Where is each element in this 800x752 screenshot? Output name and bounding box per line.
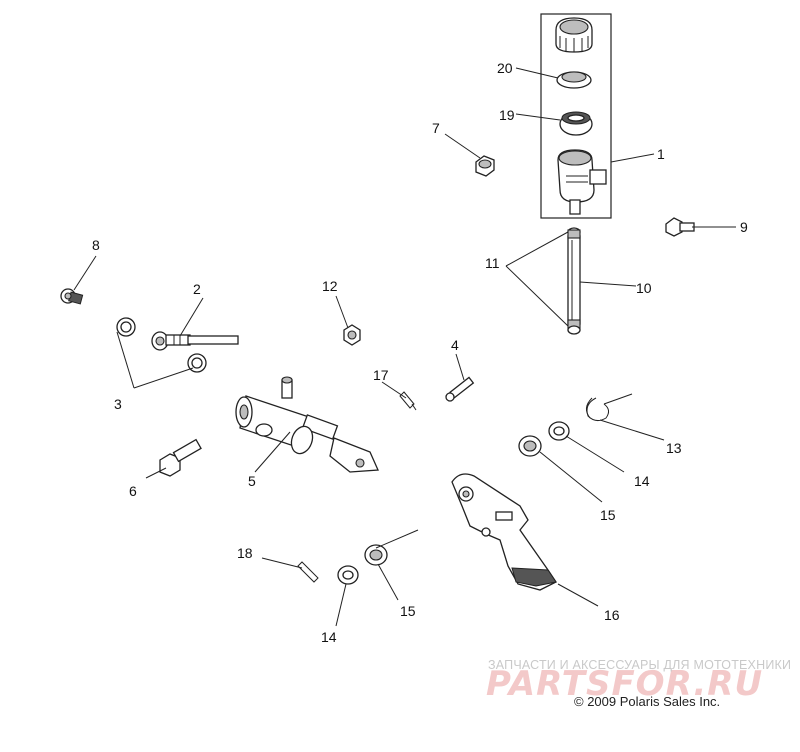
banjo-bolt-part-8 bbox=[60, 288, 84, 305]
callout-17: 17 bbox=[373, 367, 389, 383]
copyright-notice: © 2009 Polaris Sales Inc. bbox=[574, 694, 721, 709]
cotter-pin-part-17 bbox=[399, 391, 417, 411]
callout-16: 16 bbox=[604, 607, 620, 623]
seal-part-19 bbox=[559, 111, 593, 136]
watermark-caption: ЗАПЧАСТИ И АКСЕССУАРЫ ДЛЯ МОТОТЕХНИКИ bbox=[488, 658, 792, 672]
master-cylinder-part-5 bbox=[235, 376, 379, 473]
callout-19: 19 bbox=[499, 107, 515, 123]
callout-9: 9 bbox=[740, 219, 748, 235]
callout-3: 3 bbox=[114, 396, 122, 412]
callout-2: 2 bbox=[193, 281, 201, 297]
callout-4: 4 bbox=[451, 337, 459, 353]
washer-part-3-top bbox=[116, 317, 136, 337]
watermark-logo: PARTSFOR.RU bbox=[486, 664, 764, 704]
washer-part-14-upper bbox=[548, 421, 570, 441]
clamp-part-11-top bbox=[567, 227, 581, 239]
bolt-part-9 bbox=[665, 217, 695, 237]
leader-lines bbox=[73, 67, 736, 627]
callout-15-upper: 15 bbox=[600, 507, 616, 523]
callout-7: 7 bbox=[432, 120, 440, 136]
callout-5: 5 bbox=[248, 473, 256, 489]
reservoir-cap bbox=[555, 17, 593, 53]
hose-fitting-part-2 bbox=[151, 331, 239, 351]
pin-part-4 bbox=[445, 376, 475, 402]
callout-11: 11 bbox=[485, 255, 500, 271]
bushing-part-15-lower bbox=[364, 544, 388, 566]
callout-18: 18 bbox=[237, 545, 253, 561]
tube-part-10 bbox=[567, 235, 581, 325]
bolt-part-6 bbox=[159, 438, 202, 477]
callout-8: 8 bbox=[92, 237, 100, 253]
nut-part-7 bbox=[475, 155, 495, 177]
callout-1: 1 bbox=[657, 146, 665, 162]
callout-14-upper: 14 bbox=[634, 473, 650, 489]
cotter-pin-part-18 bbox=[297, 561, 319, 583]
callout-20: 20 bbox=[497, 60, 513, 76]
nut-part-12 bbox=[343, 324, 361, 346]
callout-15-lower: 15 bbox=[400, 603, 416, 619]
diaphragm-part-20 bbox=[556, 71, 592, 89]
callout-12: 12 bbox=[322, 278, 338, 294]
callout-13: 13 bbox=[666, 440, 682, 456]
callout-6: 6 bbox=[129, 483, 137, 499]
bushing-part-15-upper bbox=[518, 435, 542, 457]
reservoir-part-1 bbox=[557, 149, 607, 215]
washer-part-14-lower bbox=[337, 565, 359, 585]
clamp-part-11-bottom bbox=[567, 319, 581, 335]
reservoir-inset-box bbox=[540, 13, 612, 219]
washer-part-3-bottom bbox=[187, 353, 207, 373]
spring-clip-part-13 bbox=[586, 397, 610, 422]
callout-10: 10 bbox=[636, 280, 652, 296]
brake-pedal-part-16 bbox=[451, 473, 557, 591]
callout-14-lower: 14 bbox=[321, 629, 337, 645]
